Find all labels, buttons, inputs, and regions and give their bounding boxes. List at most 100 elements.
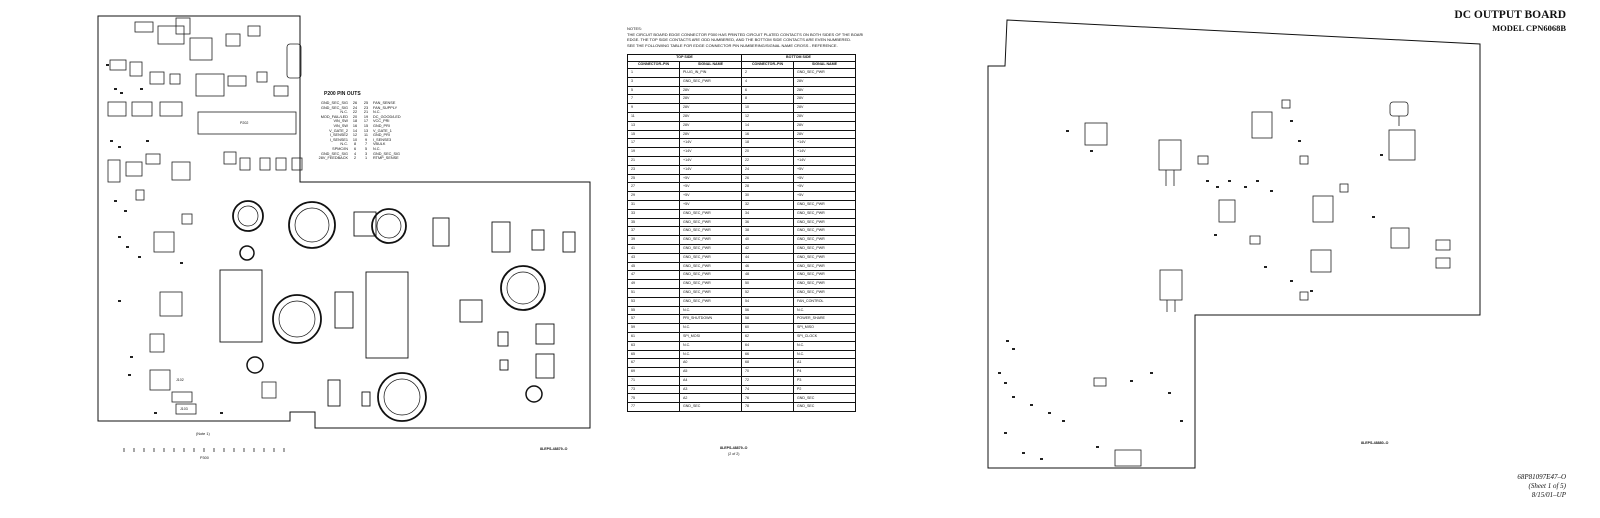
connector-pin-cell: 15 xyxy=(627,129,680,140)
right-drawing-ref: 8LEPS-48880–O xyxy=(1361,441,1389,445)
signal-name-cell: PRI_SHUTDOWN xyxy=(679,314,742,325)
signal-name-cell: P2 xyxy=(793,384,856,395)
signal-name-cell: N.C. xyxy=(793,305,856,316)
pinout-number: 16 xyxy=(352,123,358,128)
pinout-number: 25 xyxy=(363,101,369,105)
connector-pin-cell: 75 xyxy=(627,393,680,404)
power-components xyxy=(219,200,576,422)
signal-name-cell: GND_SEC_PWR xyxy=(679,243,742,254)
signal-name-cell: GND_SEC_PWR xyxy=(679,270,742,281)
connector-pin-cell: 53 xyxy=(627,296,680,307)
connector-pin-cell: 69 xyxy=(627,367,680,377)
connector-pin-cell: 27 xyxy=(627,182,680,193)
table-drawing-ref: 8LEPS-48879–O xyxy=(720,446,748,450)
connector-pin-cell: 23 xyxy=(627,164,680,175)
pinout-signal: GND_SEC_SIG xyxy=(320,105,348,110)
pinout-signal: DC_GOOD/LED xyxy=(373,114,401,119)
signal-name-cell: N.C. xyxy=(679,349,742,360)
signal-name-cell: GND_SEC xyxy=(679,402,742,413)
connector-pin-cell: 72 xyxy=(741,375,794,386)
signal-name-cell: GND_SEC_PWR xyxy=(679,261,742,272)
pinout-number: 21 xyxy=(363,110,369,115)
j102-label: J102 xyxy=(176,378,184,382)
connector-pin-cell: 63 xyxy=(627,340,680,351)
signal-name-cell: GND_SEC_PWR xyxy=(793,252,856,263)
component-leads xyxy=(1165,116,1400,312)
connector-pin-cell: 16 xyxy=(741,129,794,140)
signal-name-cell: GND_SEC_PWR xyxy=(679,226,742,237)
connector-pin-cell: 59 xyxy=(627,323,680,333)
pinout-signal: RTMP_SENSE xyxy=(373,156,399,161)
signal-name-cell: +14V xyxy=(793,138,856,149)
left-board-diagram xyxy=(97,15,591,452)
col-header: CONNECTOR–PIN xyxy=(627,61,680,69)
notes-line: THE CIRCUIT BOARD EDGE CONNECTOR P300 HA… xyxy=(627,31,863,37)
sheet-model: MODEL CPN6068B xyxy=(1492,23,1566,33)
notes-block: NOTES: THE CIRCUIT BOARD EDGE CONNECTOR … xyxy=(627,26,863,48)
connector-pin-cell: 2 xyxy=(741,68,794,78)
signal-name-cell: +5V xyxy=(793,173,856,184)
signal-name-cell: GND_SEC_PWR xyxy=(679,252,742,263)
left-drawing-ref: 8LEPS-48879–O xyxy=(540,447,568,451)
signal-name-cell: GND_SEC xyxy=(793,393,856,404)
connector-pin-cell: 32 xyxy=(741,199,794,210)
connector-pin-cell: 13 xyxy=(627,120,680,131)
signal-name-cell: GND_SEC_PWR xyxy=(793,287,856,298)
j103-label: J103 xyxy=(180,407,188,411)
pinout-number: 7 xyxy=(364,142,368,147)
signal-name-cell: GND_SEC_PWR xyxy=(793,217,856,228)
pinout-signal: 28V_FEEDBACK xyxy=(318,156,348,161)
right-board-components xyxy=(1084,99,1451,467)
signal-name-cell: 28V xyxy=(793,120,856,131)
component-cluster-upper xyxy=(107,17,303,415)
signal-name-cell: +5V xyxy=(679,182,742,193)
connector-pin-cell: 40 xyxy=(741,235,794,245)
pinout-signal: VBULK xyxy=(373,142,386,147)
pin-cross-reference-table: TOP SIDE BOTTOM SIDE CONNECTOR–PIN SIGNA… xyxy=(627,54,856,413)
signal-name-cell: +5V xyxy=(793,191,856,201)
signal-name-cell: A1 xyxy=(793,358,856,369)
connector-pin-cell: 64 xyxy=(741,340,794,351)
signal-name-cell: 28V xyxy=(679,120,742,131)
connector-pin-cell: 6 xyxy=(741,85,794,96)
connector-pin-cell: 41 xyxy=(627,243,680,254)
signal-name-cell: +14V xyxy=(793,155,856,166)
notes-line: SEE THE FOLLOWING TABLE FOR EDGE CONNECT… xyxy=(627,42,838,48)
connector-pin-cell: 39 xyxy=(627,235,680,245)
signal-name-cell: 28V xyxy=(793,111,856,122)
pinout-signal: SPMC/IN xyxy=(332,146,348,151)
connector-pin-cell: 45 xyxy=(627,261,680,272)
connector-pin-cell: 37 xyxy=(627,226,680,237)
pinout-number: 6 xyxy=(353,146,357,151)
pinout-signal: I_SENSE3 xyxy=(373,137,392,142)
pinout-number: 4 xyxy=(353,151,357,156)
pinout-signal: VIN_SW xyxy=(333,119,348,124)
pinout-number: 12 xyxy=(352,133,358,138)
doc-number: 68P81097E47–O xyxy=(1517,473,1566,481)
signal-name-cell: SPI_MOSI xyxy=(679,331,742,342)
connector-pin-cell: 12 xyxy=(741,111,794,122)
signal-name-cell: FAN_CONTROL xyxy=(793,296,856,307)
sheet-date: 8/15/01–UP xyxy=(1531,491,1566,499)
connector-pin-cell: 74 xyxy=(741,384,794,395)
connector-pin-cell: 52 xyxy=(741,287,794,298)
